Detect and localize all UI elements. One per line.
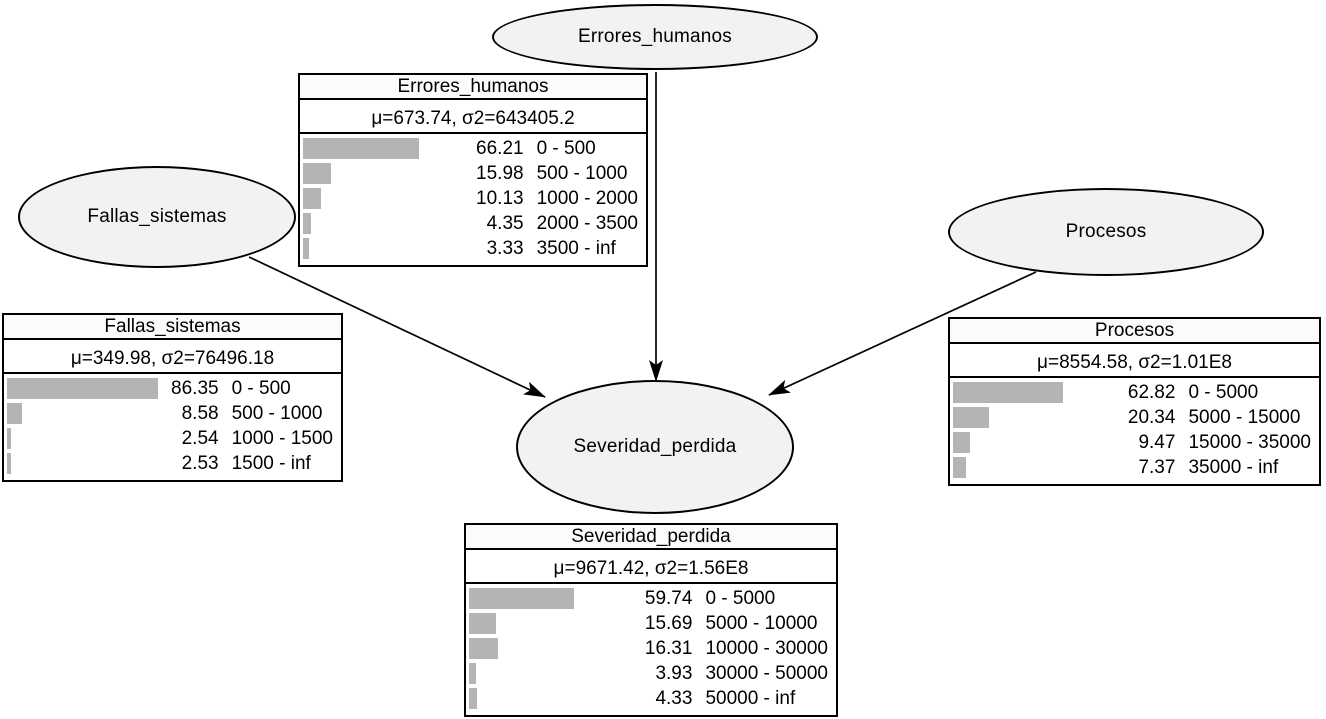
- state-range: 1000 - 2000: [536, 188, 638, 209]
- probability-rows: 66.21 0 - 500 15.98 500 - 1000 10.13 1000 -…: [300, 134, 646, 265]
- probability-value: 4.33: [655, 688, 693, 709]
- table-stats: μ=349.98, σ2=76496.18: [4, 340, 341, 374]
- probability-value: 3.93: [655, 663, 693, 684]
- state-range: 50000 - inf: [705, 688, 796, 709]
- probability-value: 3.33: [486, 238, 524, 259]
- probability-value: 62.82: [1127, 382, 1176, 403]
- probability-bar: [7, 428, 11, 449]
- state-range: 5000 - 10000: [705, 613, 818, 634]
- state-range: 15000 - 35000: [1188, 432, 1311, 453]
- state-range: 35000 - inf: [1188, 457, 1279, 478]
- probability-bar: [303, 138, 419, 159]
- probability-bar: [469, 663, 476, 684]
- probability-value: 86.35: [171, 378, 219, 399]
- probability-bar: [303, 238, 309, 259]
- probability-value: 2.54: [181, 428, 219, 449]
- node-fallas-sistemas[interactable]: Fallas_sistemas: [18, 166, 296, 268]
- probability-rows: 59.74 0 - 5000 15.69 5000 - 10000 16.31 100…: [466, 584, 836, 715]
- table-stats: μ=673.74, σ2=643405.2: [300, 100, 646, 134]
- table-errores-humanos[interactable]: Errores_humanos μ=673.74, σ2=643405.2 66…: [298, 73, 648, 267]
- probability-bar: [303, 163, 331, 184]
- table-procesos[interactable]: Procesos μ=8554.58, σ2=1.01E8 62.82 0 - 5…: [948, 317, 1321, 486]
- probability-value: 15.69: [644, 613, 693, 634]
- table-stats: μ=8554.58, σ2=1.01E8: [950, 344, 1319, 378]
- node-label: Procesos: [1065, 221, 1147, 242]
- probability-value: 9.47: [1138, 432, 1176, 453]
- probability-bar: [7, 403, 22, 424]
- state-range: 5000 - 15000: [1188, 407, 1301, 428]
- table-severidad-perdida[interactable]: Severidad_perdida μ=9671.42, σ2=1.56E8 5…: [464, 523, 838, 717]
- state-range: 500 - 1000: [536, 163, 628, 184]
- probability-value: 4.35: [486, 213, 524, 234]
- probability-bar: [953, 407, 989, 428]
- table-title: Fallas_sistemas: [4, 315, 341, 340]
- probability-bar: [7, 378, 158, 399]
- node-label: Errores_humanos: [577, 26, 733, 47]
- probability-bar: [953, 382, 1063, 403]
- probability-value: 10.13: [476, 188, 524, 209]
- probability-bar: [469, 588, 574, 609]
- probability-value: 7.37: [1138, 457, 1176, 478]
- table-title: Severidad_perdida: [466, 525, 836, 550]
- state-range: 0 - 500: [536, 138, 596, 159]
- probability-rows: 86.35 0 - 500 8.58 500 - 1000 2.54 1000 - 1…: [4, 374, 341, 480]
- state-range: 0 - 5000: [705, 588, 776, 609]
- state-range: 0 - 5000: [1188, 382, 1259, 403]
- probability-bar: [469, 638, 498, 659]
- probability-rows: 62.82 0 - 5000 20.34 5000 - 15000 9.47 1500…: [950, 378, 1319, 484]
- probability-bar: [953, 432, 970, 453]
- state-range: 30000 - 50000: [705, 663, 828, 684]
- probability-value: 20.34: [1127, 407, 1176, 428]
- table-fallas-sistemas[interactable]: Fallas_sistemas μ=349.98, σ2=76496.18 86…: [2, 313, 343, 482]
- state-range: 0 - 500: [231, 378, 291, 399]
- state-range: 2000 - 3500: [536, 213, 638, 234]
- probability-bar: [469, 688, 477, 709]
- probability-bar: [303, 213, 311, 234]
- probability-bar: [953, 457, 966, 478]
- probability-bar: [303, 188, 321, 209]
- table-title: Errores_humanos: [300, 75, 646, 100]
- probability-value: 8.58: [181, 403, 219, 424]
- table-stats: μ=9671.42, σ2=1.56E8: [466, 550, 836, 584]
- state-range: 500 - 1000: [231, 403, 323, 424]
- probability-bar: [469, 613, 496, 634]
- node-label: Fallas_sistemas: [87, 206, 227, 227]
- probability-bar: [7, 453, 11, 474]
- node-errores-humanos[interactable]: Errores_humanos: [492, 4, 818, 70]
- probability-value: 59.74: [644, 588, 693, 609]
- table-title: Procesos: [950, 319, 1319, 344]
- probability-value: 15.98: [476, 163, 524, 184]
- probability-value: 66.21: [476, 138, 524, 159]
- node-label: Severidad_perdida: [573, 436, 737, 457]
- state-range: 1500 - inf: [231, 453, 311, 474]
- probability-value: 16.31: [644, 638, 693, 659]
- state-range: 10000 - 30000: [705, 638, 828, 659]
- probability-value: 2.53: [181, 453, 219, 474]
- node-severidad-perdida[interactable]: Severidad_perdida: [516, 380, 794, 514]
- node-procesos[interactable]: Procesos: [948, 188, 1264, 276]
- state-range: 1000 - 1500: [231, 428, 333, 449]
- state-range: 3500 - inf: [536, 238, 616, 259]
